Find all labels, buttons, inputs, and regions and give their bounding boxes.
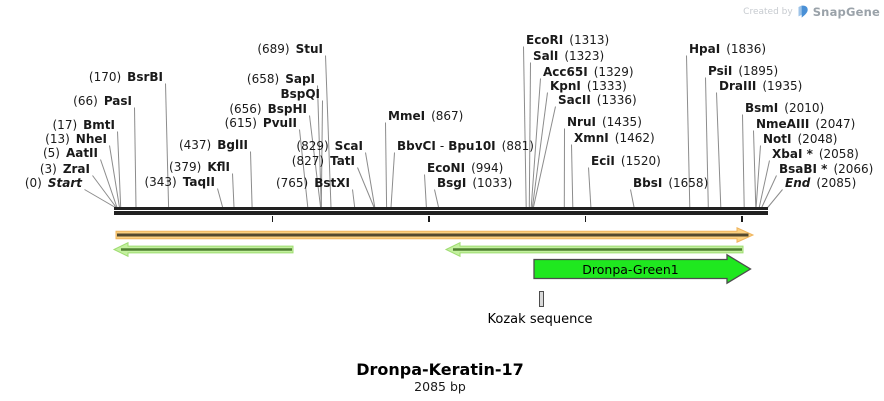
enzyme-label-zrai: (3)ZraI	[39, 162, 90, 176]
sequence-line-bottom-strand	[114, 211, 768, 215]
enzyme-connector	[424, 174, 427, 208]
enzyme-label-mmei: MmeI(867)	[388, 109, 464, 123]
enzyme-label-bspqi: BspQI	[280, 87, 320, 101]
ruler-tick	[584, 215, 587, 222]
enzyme-label-kfli: (379)KflI	[169, 160, 230, 174]
enzyme-label-bsmi: BsmI(2010)	[745, 101, 825, 115]
ruler-tick	[741, 215, 743, 222]
enzyme-connector	[588, 167, 592, 208]
enzyme-connector	[532, 106, 556, 208]
enzyme-connector	[390, 152, 395, 208]
map-title: Dronpa-Keratin-17	[356, 360, 524, 379]
dronpa-green1-label: Dronpa-Green1	[582, 262, 679, 277]
sequence-line-top-strand	[114, 207, 768, 211]
enzyme-connector	[385, 122, 388, 208]
enzyme-label-xmni: XmnI(1462)	[574, 131, 655, 145]
enzyme-connector	[92, 175, 117, 208]
enzyme-connector	[352, 189, 356, 208]
watermark-created-by: Created by	[743, 7, 793, 17]
enzyme-connector	[100, 159, 118, 208]
enzyme-label-nhei: (13)NheI	[45, 132, 107, 146]
enzyme-label-nmeaiii: NmeAIII(2047)	[756, 117, 856, 131]
enzyme-connector	[530, 78, 541, 208]
watermark-brand: SnapGene	[812, 5, 880, 19]
enzyme-label-end: End(2085)	[785, 176, 857, 190]
dronpa-green1-arrow	[533, 253, 752, 285]
enzyme-label-sapi: (658)SapI	[246, 72, 315, 86]
enzyme-connector	[528, 62, 531, 208]
enzyme-connector	[761, 175, 777, 208]
enzyme-label-psii: PsiI(1895)	[708, 64, 779, 78]
enzyme-label-hpai: HpaI(1836)	[689, 42, 767, 56]
enzyme-connector	[309, 115, 322, 208]
enzyme-label-stui: (689)StuI	[257, 42, 323, 56]
snapgene-logo-icon	[797, 5, 809, 19]
enzyme-connector	[742, 114, 745, 208]
enzyme-label-taqii: (343)TaqII	[144, 175, 215, 189]
enzyme-label-sacii: SacII(1336)	[558, 93, 637, 107]
enzyme-label-noti: NotI(2048)	[763, 132, 838, 146]
enzyme-connector	[317, 85, 322, 208]
enzyme-label-bsphi: (656)BspHI	[229, 102, 307, 116]
enzyme-label-draiii: DraIII(1935)	[719, 79, 803, 93]
enzyme-connector	[134, 107, 137, 208]
ruler-tick	[271, 215, 274, 222]
enzyme-connector	[705, 77, 709, 208]
enzyme-label-xbai: XbaI *(2058)	[772, 147, 859, 161]
enzyme-label-bglii: (437)BglII	[178, 138, 248, 152]
enzyme-connector	[299, 129, 309, 208]
enzyme-label-scai: (829)ScaI	[296, 139, 363, 153]
enzyme-connector	[232, 173, 235, 208]
enzyme-label-sali: SalI(1323)	[533, 49, 605, 63]
enzyme-connector	[523, 46, 527, 208]
enzyme-connector	[571, 144, 574, 208]
enzyme-connector	[109, 145, 120, 208]
enzyme-label-bbsi: BbsI(1658)	[633, 176, 709, 190]
enzyme-connector	[357, 167, 375, 208]
enzyme-label-pvuii: (615)PvuII	[224, 116, 297, 130]
watermark: Created by SnapGene	[743, 5, 880, 19]
ruler-tick	[428, 215, 430, 222]
kozak-sequence-marker	[539, 291, 544, 307]
enzyme-label-bstxi: (765)BstXI	[275, 176, 350, 190]
enzyme-label-bsabi: BsaBI *(2066)	[779, 162, 874, 176]
enzyme-label-aatii: (5)AatII	[42, 146, 98, 160]
enzyme-connector	[630, 189, 635, 208]
enzyme-label-ecori: EcoRI(1313)	[526, 33, 610, 47]
enzyme-connector	[716, 92, 722, 208]
enzyme-label-start: (0)Start	[24, 176, 82, 190]
enzyme-connector	[531, 92, 548, 208]
enzyme-connector	[767, 189, 783, 208]
map-length: 2085 bp	[414, 379, 466, 394]
enzyme-connector	[434, 189, 440, 208]
enzyme-connector	[250, 151, 253, 208]
enzyme-label-econi: EcoNI(994)	[427, 161, 504, 175]
enzyme-label-ecii: EciI(1520)	[591, 154, 661, 168]
kozak-sequence-label: Kozak sequence	[487, 312, 593, 327]
enzyme-connector	[325, 55, 332, 208]
enzyme-connector	[686, 55, 691, 208]
enzyme-connector	[84, 189, 116, 208]
enzyme-label-tati: (827)TatI	[291, 154, 355, 168]
enzyme-label-pasi: (66)PasI	[73, 94, 132, 108]
enzyme-connector	[165, 83, 170, 208]
enzyme-connector	[755, 145, 761, 208]
enzyme-connector	[753, 130, 757, 208]
enzyme-connector	[117, 131, 122, 208]
enzyme-label-bbvci-bpu10i: BbvCI-Bpu10I(881)	[397, 139, 534, 153]
enzyme-label-nrui: NruI(1435)	[567, 115, 642, 129]
enzyme-connector	[758, 160, 770, 208]
enzyme-label-bsgi: BsgI(1033)	[437, 176, 513, 190]
enzyme-connector	[365, 152, 376, 208]
enzyme-label-kpni: KpnI(1333)	[550, 79, 627, 93]
enzyme-label-bsrbi: (170)BsrBI	[88, 70, 163, 84]
enzyme-label-bmti: (17)BmtI	[52, 118, 116, 132]
enzyme-label-acc65i: Acc65I(1329)	[543, 65, 634, 79]
enzyme-connector	[320, 100, 323, 208]
enzyme-connector	[217, 188, 224, 208]
